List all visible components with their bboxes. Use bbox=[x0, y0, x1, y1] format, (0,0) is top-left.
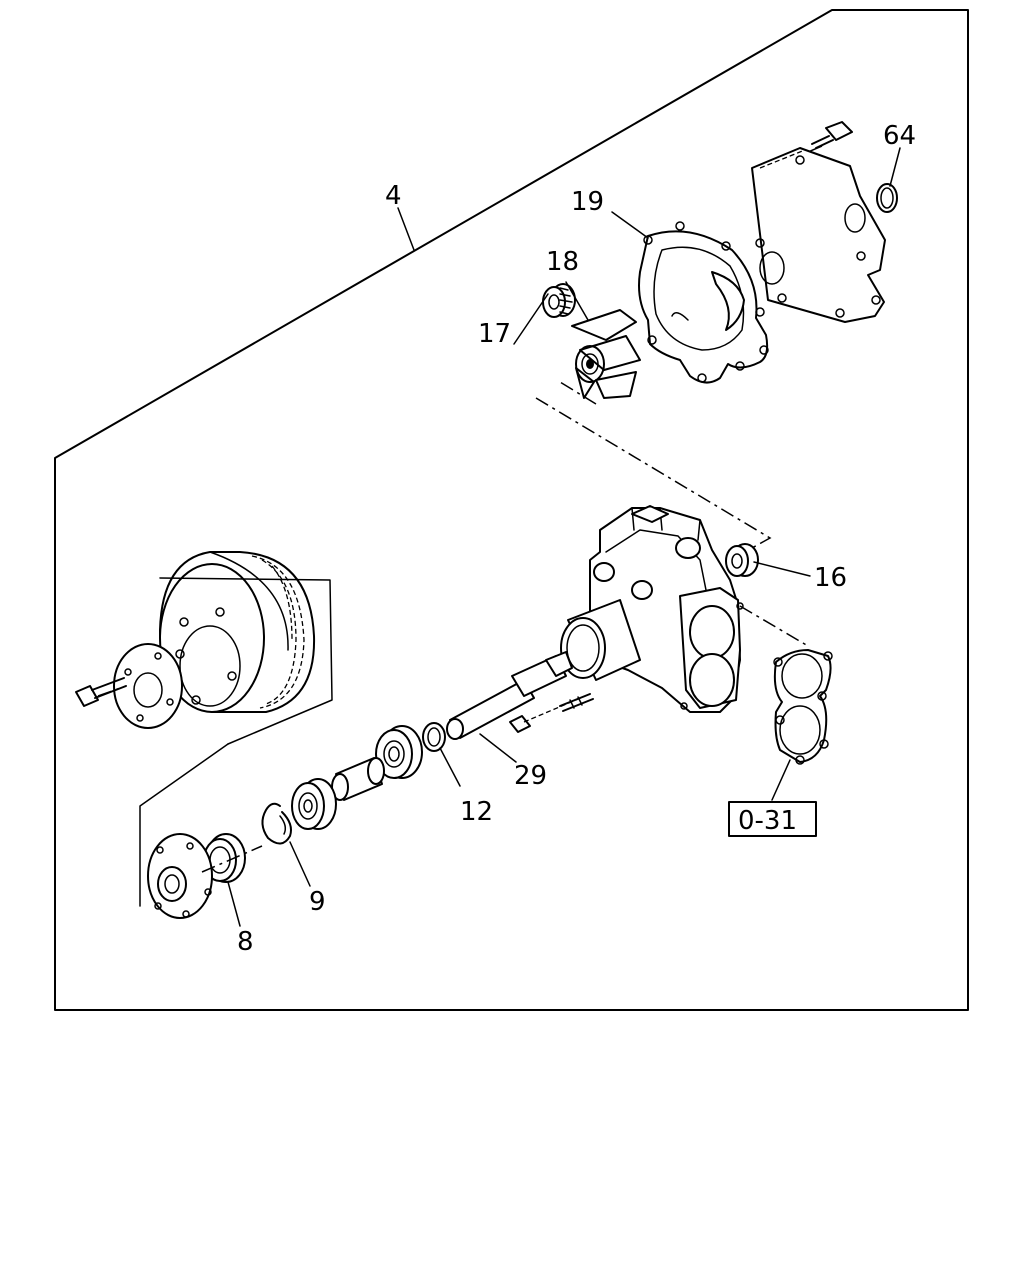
washer-12 bbox=[422, 722, 446, 752]
cover-plate bbox=[751, 147, 886, 323]
reference-box-0-31: 0-31 bbox=[728, 801, 817, 837]
o-ring-64 bbox=[876, 183, 898, 213]
pulley bbox=[159, 551, 333, 745]
callout-16: 16 bbox=[814, 563, 847, 593]
callout-18: 18 bbox=[546, 247, 579, 277]
callout-8: 8 bbox=[237, 927, 254, 957]
callout-17: 17 bbox=[478, 319, 511, 349]
centerline-cover bbox=[807, 145, 823, 153]
callout-64: 64 bbox=[883, 121, 916, 151]
centerline-gasket bbox=[739, 605, 809, 647]
callout-4: 4 bbox=[385, 181, 402, 211]
snap-ring-9 bbox=[261, 802, 292, 845]
housing-bolt bbox=[509, 693, 594, 733]
impeller-18 bbox=[571, 309, 641, 399]
reference-box-label: 0-31 bbox=[738, 806, 797, 836]
centerline-hub bbox=[201, 845, 263, 873]
pulley-flange bbox=[113, 643, 183, 729]
centerline-upper bbox=[535, 397, 772, 549]
bearing-large bbox=[375, 725, 423, 779]
pump-body bbox=[560, 505, 744, 713]
spacer bbox=[331, 757, 385, 801]
gasket-0-31 bbox=[773, 649, 833, 765]
centerline-impeller bbox=[559, 381, 597, 405]
centerline-bolt bbox=[97, 685, 127, 697]
assembly-frame bbox=[54, 9, 969, 1011]
shaft-29 bbox=[446, 651, 573, 740]
hub bbox=[139, 743, 229, 919]
seal-16 bbox=[725, 543, 759, 577]
cover-bolt bbox=[811, 121, 853, 149]
callout-29: 29 bbox=[514, 761, 547, 791]
leader-lines bbox=[227, 147, 901, 927]
bearing-small bbox=[291, 778, 337, 830]
callout-9: 9 bbox=[309, 887, 326, 917]
gasket-19 bbox=[638, 221, 769, 384]
callout-19: 19 bbox=[571, 187, 604, 217]
callout-12: 12 bbox=[460, 797, 493, 827]
